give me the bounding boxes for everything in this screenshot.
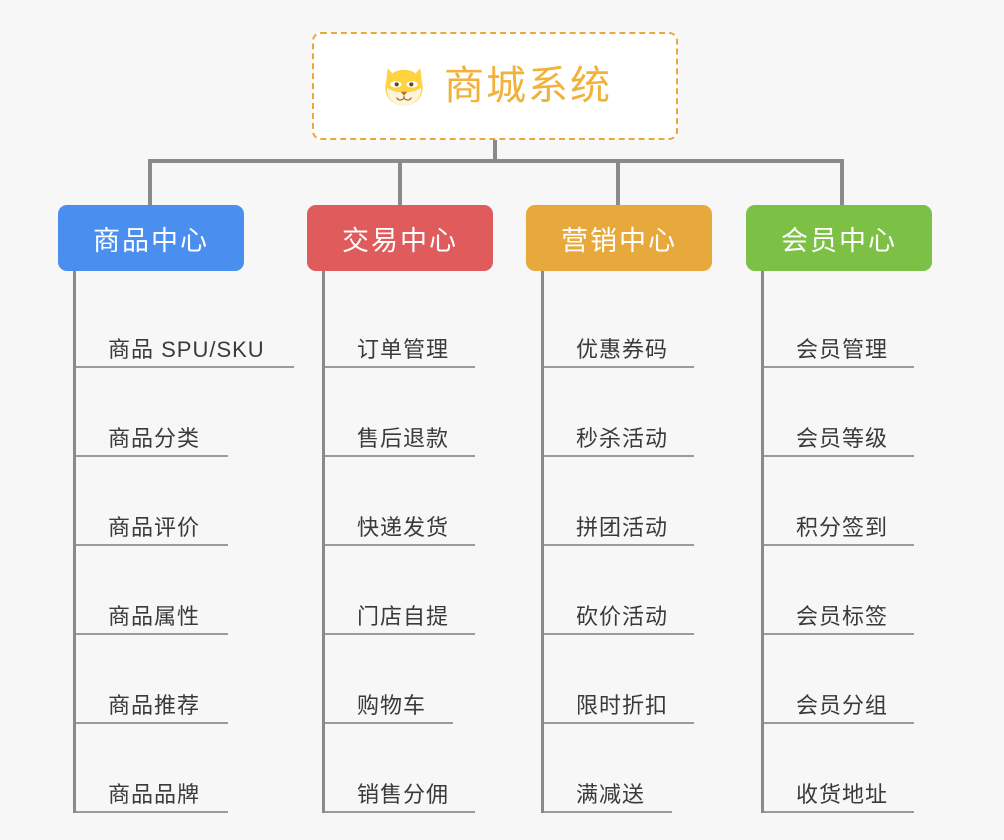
leaf-underline <box>764 455 914 457</box>
leaf-underline <box>544 366 694 368</box>
root-node[interactable]: 商城系统 <box>312 32 678 140</box>
branch-column-1: 商品中心 商品 SPU/SKU 商品分类 商品评价 商品属性 商品推荐 <box>58 205 294 813</box>
category-label-2: 交易中心 <box>342 225 458 256</box>
leaf-item[interactable]: 积分签到 <box>764 457 932 546</box>
branch-column-4: 会员中心 会员管理 会员等级 积分签到 会员标签 会员分组 <box>746 205 932 813</box>
leaf-underline <box>544 811 672 813</box>
leaf-label: 售后退款 <box>357 425 450 451</box>
leaf-item[interactable]: 拼团活动 <box>544 457 712 546</box>
leaf-item[interactable]: 优惠券码 <box>544 279 712 368</box>
connector-horizontal-bus <box>148 159 844 163</box>
category-label-1: 商品中心 <box>93 225 209 256</box>
leaf-underline <box>764 544 914 546</box>
leaf-underline <box>76 455 228 457</box>
leaf-underline <box>764 722 914 724</box>
leaf-underline <box>544 455 694 457</box>
leaf-item[interactable]: 砍价活动 <box>544 546 712 635</box>
category-box-4[interactable]: 会员中心 <box>746 205 932 271</box>
category-label-4: 会员中心 <box>781 225 897 256</box>
leaf-item[interactable]: 会员分组 <box>764 635 932 724</box>
leaf-label: 会员标签 <box>796 603 889 629</box>
leaf-label: 商品品牌 <box>108 781 201 807</box>
leaf-item[interactable]: 商品品牌 <box>76 724 265 813</box>
leaf-label: 积分签到 <box>796 514 889 540</box>
leaf-item[interactable]: 商品评价 <box>76 457 265 546</box>
leaf-item[interactable]: 商品分类 <box>76 368 265 457</box>
leaf-label: 销售分佣 <box>357 781 450 807</box>
leaf-item[interactable]: 会员标签 <box>764 546 932 635</box>
leaf-underline <box>764 366 914 368</box>
leaf-list-2: 订单管理 售后退款 快递发货 门店自提 购物车 销售分佣 <box>322 271 493 813</box>
leaf-underline <box>325 455 475 457</box>
connector-drop-3 <box>616 159 620 205</box>
leaf-item[interactable]: 门店自提 <box>325 546 493 635</box>
leaf-item[interactable]: 快递发货 <box>325 457 493 546</box>
leaf-list-4: 会员管理 会员等级 积分签到 会员标签 会员分组 收货地址 <box>761 271 932 813</box>
shiba-dog-emoji <box>385 68 423 106</box>
leaf-underline <box>325 633 475 635</box>
leaf-item[interactable]: 售后退款 <box>325 368 493 457</box>
branch-column-3: 营销中心 优惠券码 秒杀活动 拼团活动 砍价活动 限时折扣 <box>526 205 712 813</box>
leaf-underline <box>76 544 228 546</box>
category-label-3: 营销中心 <box>561 225 677 256</box>
leaf-label: 会员等级 <box>796 425 889 451</box>
leaf-underline <box>76 811 228 813</box>
leaf-label: 门店自提 <box>357 603 450 629</box>
leaf-item[interactable]: 会员等级 <box>764 368 932 457</box>
leaf-underline <box>325 544 475 546</box>
category-box-1[interactable]: 商品中心 <box>58 205 244 271</box>
leaf-label: 拼团活动 <box>576 514 669 540</box>
leaf-label: 优惠券码 <box>576 336 669 362</box>
leaf-underline <box>544 633 694 635</box>
leaf-label: 限时折扣 <box>576 692 669 718</box>
connector-drop-1 <box>148 159 152 205</box>
leaf-item[interactable]: 购物车 <box>325 635 493 724</box>
leaf-item[interactable]: 收货地址 <box>764 724 932 813</box>
leaf-item[interactable]: 秒杀活动 <box>544 368 712 457</box>
connector-root-stem <box>493 140 497 162</box>
category-box-3[interactable]: 营销中心 <box>526 205 712 271</box>
leaf-list-3: 优惠券码 秒杀活动 拼团活动 砍价活动 限时折扣 满减送 <box>541 271 712 813</box>
leaf-label: 购物车 <box>357 692 427 718</box>
branch-column-2: 交易中心 订单管理 售后退款 快递发货 门店自提 购物车 <box>307 205 493 813</box>
leaf-underline <box>76 722 228 724</box>
leaf-label: 收货地址 <box>796 781 889 807</box>
leaf-underline <box>764 633 914 635</box>
leaf-item[interactable]: 订单管理 <box>325 279 493 368</box>
leaf-underline <box>325 366 475 368</box>
leaf-list-1: 商品 SPU/SKU 商品分类 商品评价 商品属性 商品推荐 商品品牌 <box>73 271 294 813</box>
leaf-item[interactable]: 商品 SPU/SKU <box>76 279 294 368</box>
root-title: 商城系统 <box>444 64 612 108</box>
leaf-item[interactable]: 商品推荐 <box>76 635 265 724</box>
leaf-item[interactable]: 限时折扣 <box>544 635 712 724</box>
leaf-underline <box>325 811 475 813</box>
leaf-item[interactable]: 满减送 <box>544 724 712 813</box>
leaf-label: 订单管理 <box>357 336 450 362</box>
leaf-item[interactable]: 销售分佣 <box>325 724 493 813</box>
leaf-underline <box>544 722 694 724</box>
leaf-label: 商品 SPU/SKU <box>108 336 265 362</box>
leaf-underline <box>544 544 694 546</box>
leaf-label: 商品属性 <box>108 603 201 629</box>
leaf-underline <box>76 366 294 368</box>
leaf-label: 秒杀活动 <box>576 425 669 451</box>
leaf-label: 快递发货 <box>357 514 450 540</box>
leaf-underline <box>325 722 453 724</box>
leaf-label: 会员管理 <box>796 336 889 362</box>
leaf-label: 商品推荐 <box>108 692 201 718</box>
leaf-underline <box>76 633 228 635</box>
leaf-item[interactable]: 商品属性 <box>76 546 265 635</box>
leaf-label: 满减送 <box>576 781 646 807</box>
leaf-item[interactable]: 会员管理 <box>764 279 932 368</box>
leaf-underline <box>764 811 914 813</box>
category-box-2[interactable]: 交易中心 <box>307 205 493 271</box>
leaf-label: 商品分类 <box>108 425 201 451</box>
leaf-label: 砍价活动 <box>576 603 669 629</box>
connector-drop-4 <box>840 159 844 205</box>
connector-drop-2 <box>398 159 402 205</box>
leaf-label: 会员分组 <box>796 692 889 718</box>
leaf-label: 商品评价 <box>108 514 201 540</box>
